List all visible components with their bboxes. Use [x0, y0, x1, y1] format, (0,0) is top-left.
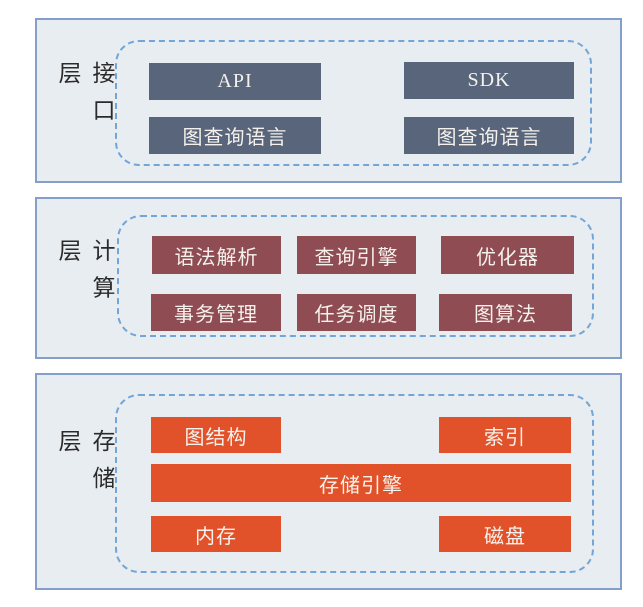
box-query-engine: 查询引擎 [297, 236, 416, 274]
box-graph-query-language: 图查询语言 [149, 117, 321, 154]
box-syntax-parsing: 语法解析 [152, 236, 281, 274]
box-index: 索引 [439, 417, 571, 453]
box-graph-structure: 图结构 [151, 417, 281, 453]
layer-interface: 接口层 API SDK 图查询语言 图查询语言 [35, 18, 622, 183]
layer-storage-label: 存储层 [55, 428, 114, 503]
storage-dashed-group: 图结构 索引 存储引擎 内存 磁盘 [115, 394, 594, 573]
interface-dashed-group: API SDK 图查询语言 图查询语言 [115, 40, 592, 166]
layer-storage: 存储层 图结构 索引 存储引擎 内存 磁盘 [35, 373, 622, 590]
compute-dashed-group: 语法解析 查询引擎 优化器 事务管理 任务调度 图算法 [117, 215, 594, 337]
box-optimizer: 优化器 [441, 236, 574, 274]
box-graph-algorithm: 图算法 [439, 294, 572, 331]
box-graph-query-language: 图查询语言 [404, 117, 574, 154]
layer-compute-label: 计算层 [55, 238, 114, 313]
box-disk: 磁盘 [439, 516, 571, 552]
box-memory: 内存 [151, 516, 281, 552]
layer-interface-label: 接口层 [55, 60, 114, 135]
layer-compute: 计算层 语法解析 查询引擎 优化器 事务管理 任务调度 图算法 [35, 197, 622, 359]
box-api: API [149, 63, 321, 100]
box-sdk: SDK [404, 62, 574, 99]
box-task-scheduling: 任务调度 [297, 294, 416, 331]
box-transaction-management: 事务管理 [151, 294, 281, 331]
box-storage-engine: 存储引擎 [151, 464, 571, 502]
